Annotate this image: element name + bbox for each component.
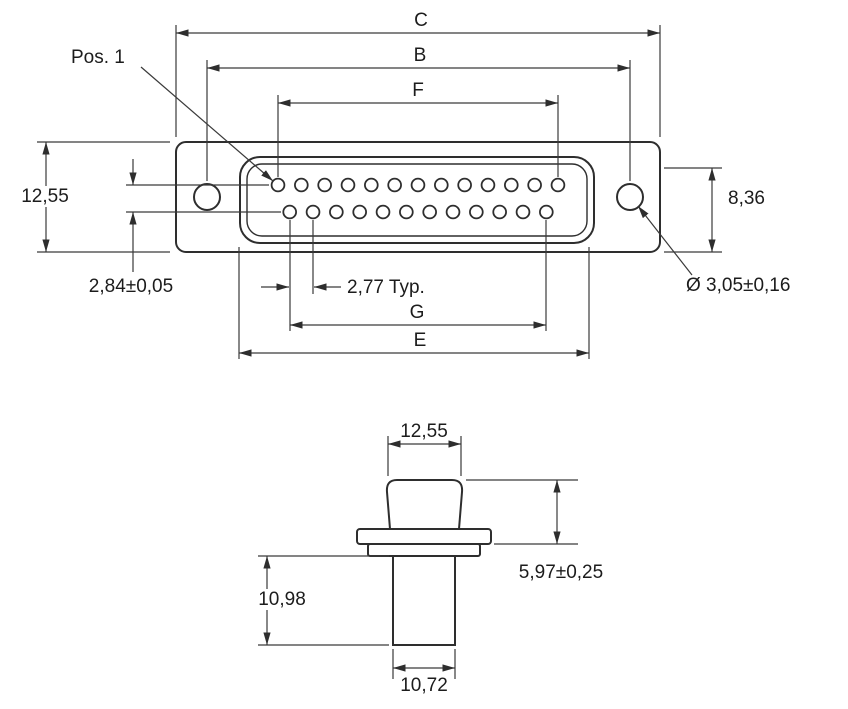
pin-hole <box>457 177 472 193</box>
dim-label-pin-pitch: 2,77 Typ. <box>347 277 425 298</box>
pin-hole <box>375 204 391 220</box>
dim-label-g: G <box>410 302 425 323</box>
leader-line <box>637 205 693 276</box>
leader-line <box>140 66 274 182</box>
dim-label-row-spacing: 2,84±0,05 <box>89 276 173 297</box>
front-view-dimensions: C B F 12,55 <box>12 10 790 359</box>
front-view <box>175 141 661 253</box>
dimension-right-height: 8,36 <box>664 167 765 253</box>
pin-hole <box>515 204 531 220</box>
dimension-body-height: 10,98 <box>251 555 389 646</box>
pin-hole <box>399 204 414 220</box>
pin-hole <box>492 204 507 220</box>
dimension-shell-height: 5,97±0,25 <box>466 479 603 583</box>
pin-hole <box>434 177 449 193</box>
side-view <box>356 479 492 646</box>
pin-hole <box>270 177 286 193</box>
dimension-c: C <box>175 10 661 137</box>
dim-label-e: E <box>414 330 427 351</box>
pin-row-bottom <box>282 204 554 220</box>
d-opening-outer <box>239 156 595 244</box>
pin-hole <box>317 177 332 193</box>
pin-row-top <box>270 177 566 193</box>
rear-body <box>392 555 456 646</box>
dim-label-body-height: 10,98 <box>258 589 306 610</box>
flange-lip <box>367 543 481 557</box>
pin-hole <box>305 204 321 220</box>
dimension-row-spacing: 2,84±0,05 <box>89 159 281 297</box>
dim-label-shell-height: 5,97±0,25 <box>519 562 603 583</box>
dimension-pin-pitch: 2,77 Typ. <box>261 220 425 298</box>
mounting-hole-left <box>193 183 221 211</box>
dim-label-flange-height: 12,55 <box>21 186 69 207</box>
d-opening-inner <box>246 163 588 237</box>
pin-hole <box>527 177 542 193</box>
dimension-f: F <box>277 80 559 177</box>
dimension-b: B <box>206 45 631 181</box>
pin-hole <box>340 177 356 193</box>
dimension-top-width: 12,55 <box>387 421 462 476</box>
pin-hole <box>422 204 437 220</box>
pin-hole <box>480 177 496 193</box>
side-view-dimensions: 12,55 10,98 5,97±0,25 10,72 <box>251 421 603 696</box>
pin-hole <box>539 204 554 220</box>
dimension-g: G <box>289 220 547 331</box>
label-background <box>251 589 313 610</box>
shell-profile <box>385 479 464 530</box>
callout-hole-diameter: Ø 3,05±0,16 <box>637 205 790 296</box>
mounting-hole-right <box>616 183 644 211</box>
dimension-bottom-width: 10,72 <box>392 649 456 696</box>
pin-hole <box>282 204 298 220</box>
pin-hole <box>294 177 309 193</box>
pin-hole <box>352 204 367 220</box>
dim-label-f: F <box>412 80 424 101</box>
dimension-flange-height: 12,55 <box>12 141 170 253</box>
dim-label-right-height: 8,36 <box>728 188 765 209</box>
dim-label-hole-diameter: Ø 3,05±0,16 <box>686 275 790 296</box>
pin-hole <box>469 204 484 220</box>
pin-hole <box>410 177 426 193</box>
pin-hole <box>445 204 461 220</box>
pin-hole <box>364 177 379 193</box>
pos1-label: Pos. 1 <box>71 47 125 68</box>
callout-pos1: Pos. 1 <box>71 47 274 182</box>
label-background <box>12 186 78 207</box>
pin-hole <box>387 177 402 193</box>
pin-hole <box>503 177 519 193</box>
dim-label-top-width: 12,55 <box>400 421 448 442</box>
pin-hole <box>329 204 344 220</box>
dimension-e: E <box>238 247 590 359</box>
dim-label-c: C <box>414 10 428 31</box>
flange-side <box>356 528 492 545</box>
pin-hole <box>550 177 566 193</box>
dim-label-b: B <box>414 45 427 66</box>
dim-label-bottom-width: 10,72 <box>400 675 448 696</box>
